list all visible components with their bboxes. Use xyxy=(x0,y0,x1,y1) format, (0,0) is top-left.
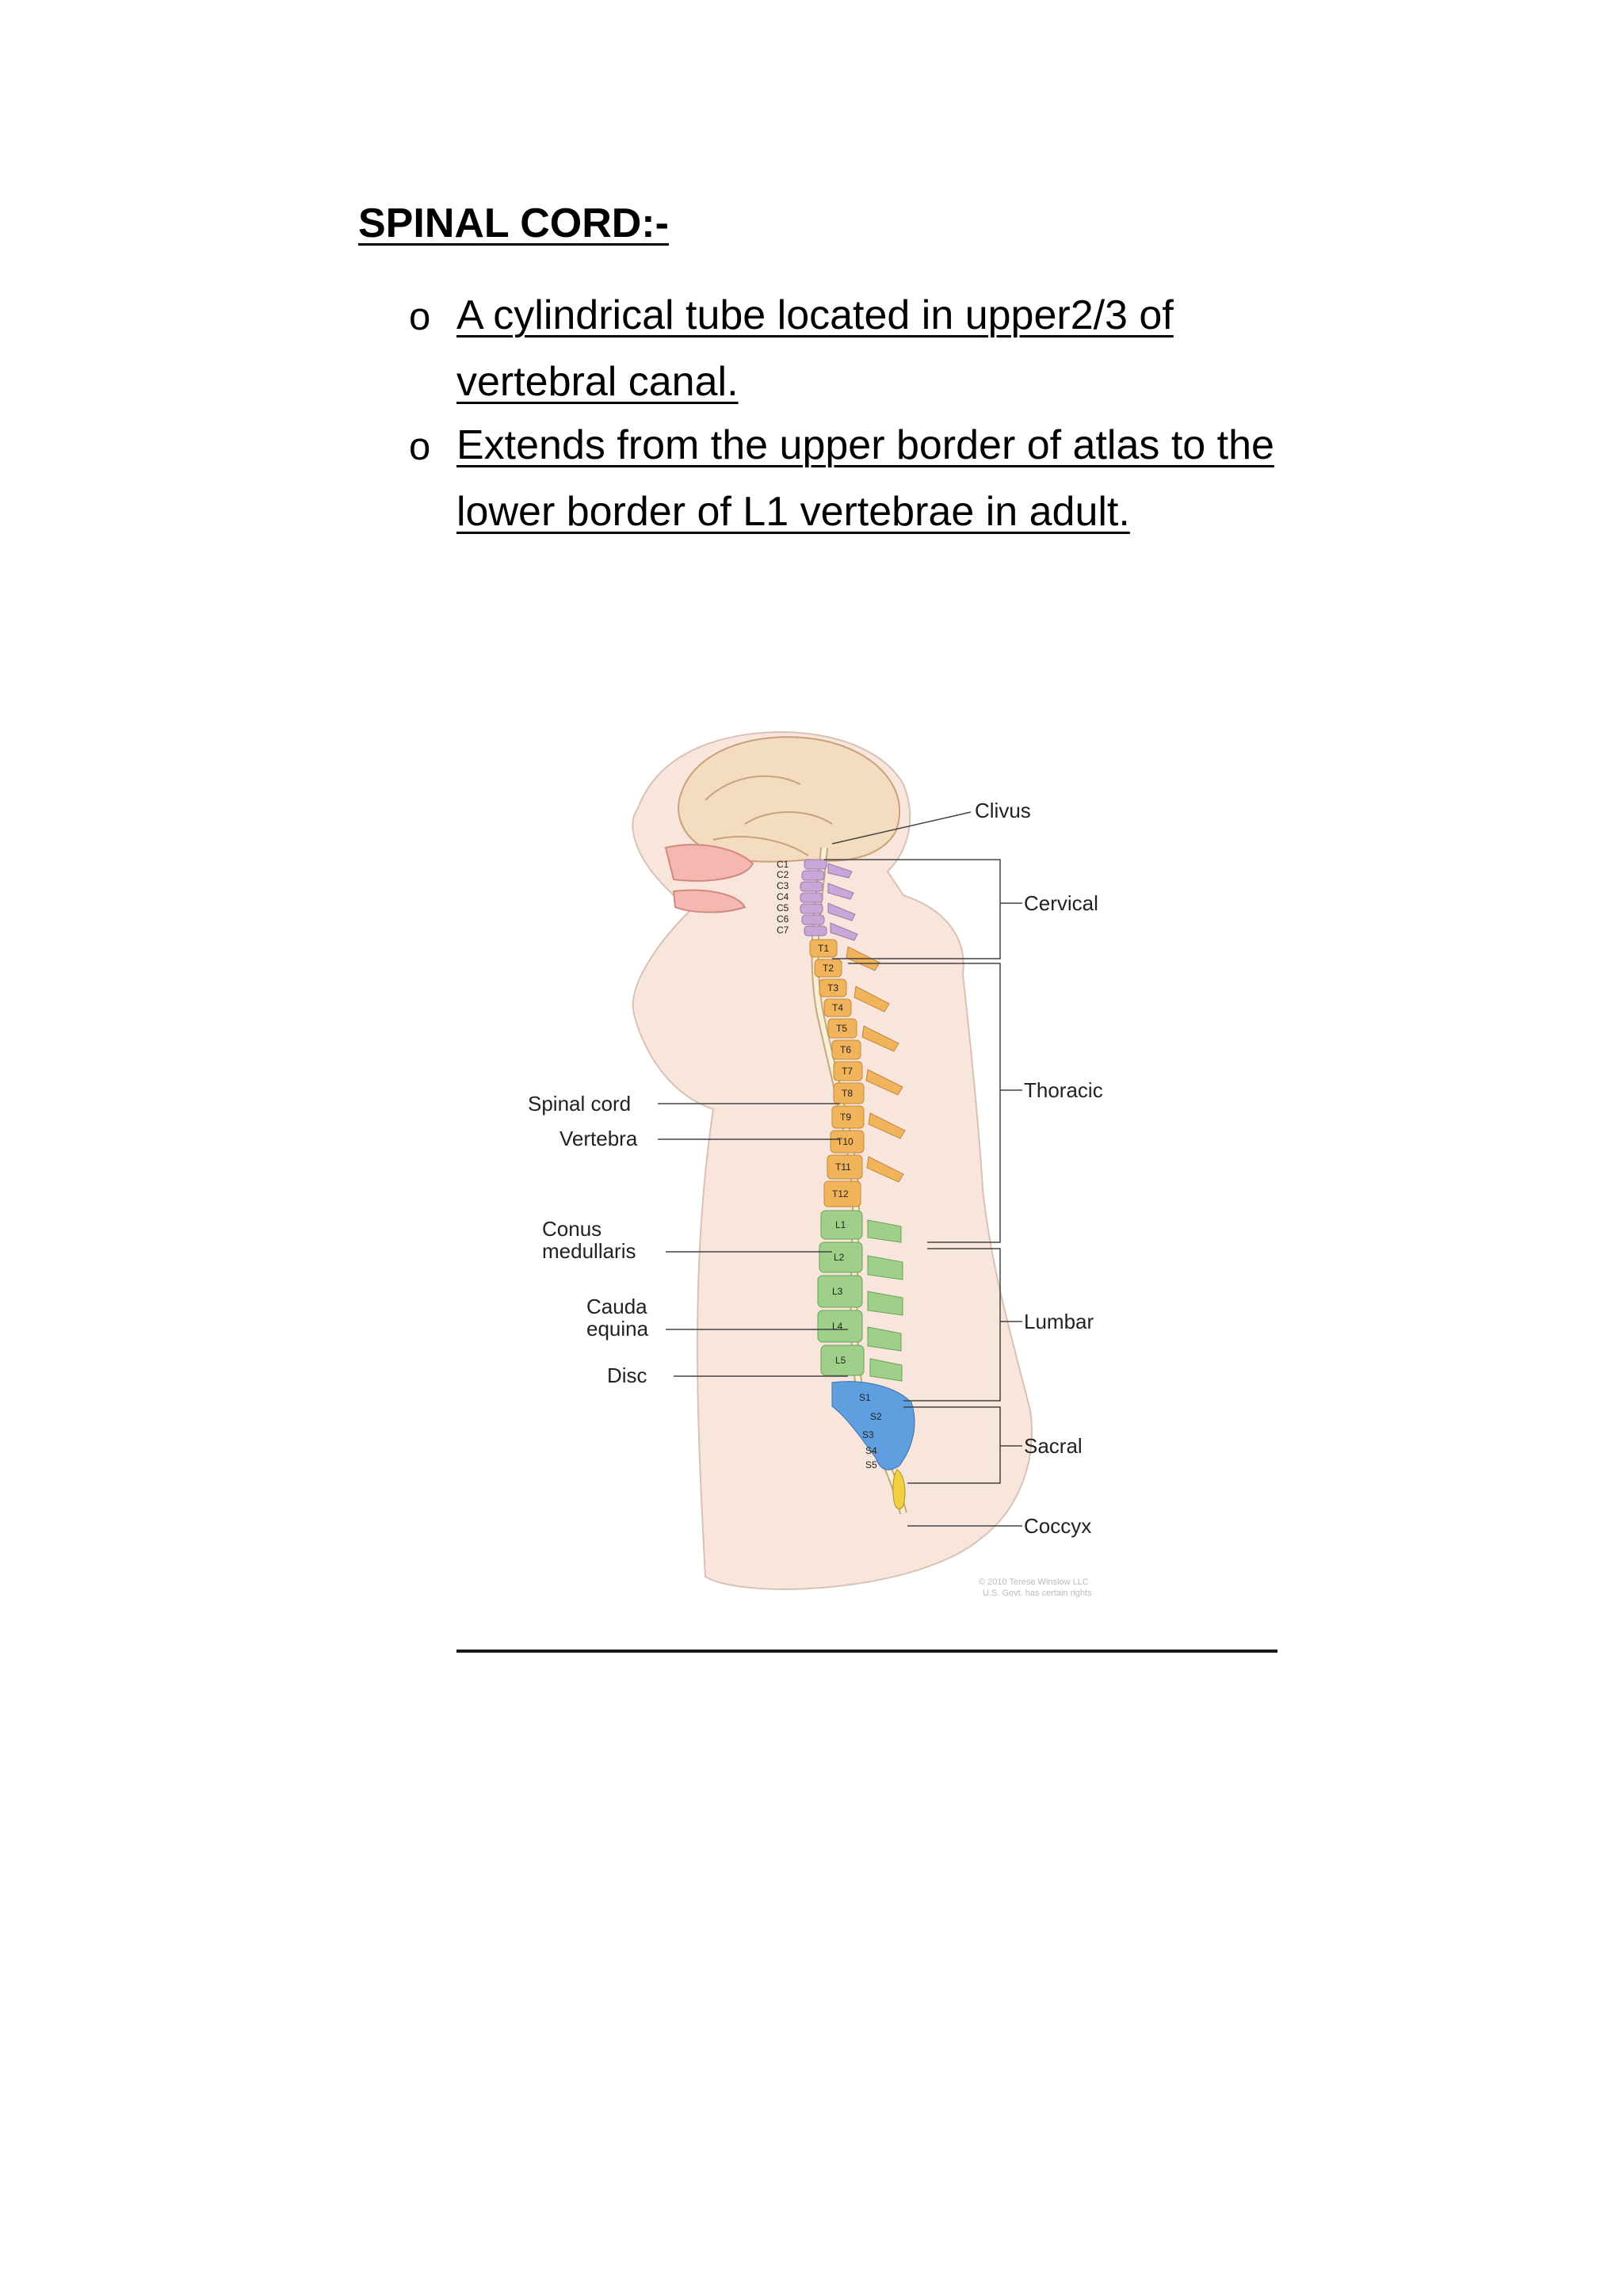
page-heading: SPINAL CORD:- xyxy=(358,200,669,246)
svg-text:T9: T9 xyxy=(840,1112,851,1123)
svg-text:L5: L5 xyxy=(835,1355,846,1366)
coccyx xyxy=(892,1469,906,1510)
svg-text:T3: T3 xyxy=(827,982,838,994)
label-cervical: Cervical xyxy=(1024,891,1098,915)
svg-text:C7: C7 xyxy=(777,925,789,936)
svg-text:C2: C2 xyxy=(777,869,789,880)
cervical-labels: C1 C2 C3 C4 C5 C6 C7 xyxy=(777,859,789,936)
label-cauda: Cauda xyxy=(586,1295,647,1318)
label-thoracic: Thoracic xyxy=(1024,1078,1103,1102)
bullet-marker-1: o xyxy=(409,296,431,338)
label-conus: Conus xyxy=(542,1217,601,1241)
svg-text:S1: S1 xyxy=(859,1392,871,1403)
label-sacral: Sacral xyxy=(1024,1434,1083,1458)
svg-text:C1: C1 xyxy=(777,859,789,870)
svg-text:L4: L4 xyxy=(832,1321,843,1332)
label-lumbar: Lumbar xyxy=(1024,1310,1094,1333)
svg-text:C4: C4 xyxy=(777,891,789,902)
svg-text:S4: S4 xyxy=(865,1445,877,1456)
sacrum xyxy=(831,1381,915,1470)
svg-text:L1: L1 xyxy=(835,1219,846,1230)
label-vertebra: Vertebra xyxy=(559,1127,638,1150)
svg-text:T5: T5 xyxy=(836,1023,847,1034)
svg-text:L2: L2 xyxy=(834,1252,845,1263)
svg-text:L3: L3 xyxy=(832,1286,843,1297)
bullet-1-line-2: vertebral canal. xyxy=(456,359,739,405)
svg-text:T10: T10 xyxy=(837,1136,854,1147)
label-spinal-cord: Spinal cord xyxy=(528,1092,631,1116)
label-disc: Disc xyxy=(607,1363,647,1387)
bullet-item-2: Extends from the upper border of atlas t… xyxy=(456,412,1407,545)
bullet-2-line-1: Extends from the upper border of atlas t… xyxy=(456,422,1274,468)
svg-text:S2: S2 xyxy=(870,1411,882,1422)
svg-text:T1: T1 xyxy=(818,943,829,954)
label-equina: equina xyxy=(586,1317,649,1341)
bullet-item-1: A cylindrical tube located in upper2/3 o… xyxy=(456,282,1407,415)
spine-anatomy-figure: C1 C2 C3 C4 C5 C6 C7 xyxy=(507,713,1236,1632)
svg-text:S3: S3 xyxy=(862,1429,874,1440)
thoracic-vertebrae xyxy=(809,939,906,1207)
nasal-cavity xyxy=(664,844,754,882)
bullet-2-line-2: lower border of L1 vertebrae in adult. xyxy=(456,489,1130,535)
sacral-labels: S1 S2 S3 S4 S5 xyxy=(859,1392,882,1470)
label-coccyx: Coccyx xyxy=(1024,1514,1091,1538)
svg-text:T7: T7 xyxy=(842,1066,853,1077)
bullet-marker-2: o xyxy=(409,425,431,468)
svg-text:T12: T12 xyxy=(832,1188,849,1199)
horizontal-rule xyxy=(456,1650,1277,1653)
thoracic-labels: T1 T2 T3 T4 T5 T6 T7 T8 T9 T10 T11 T12 xyxy=(818,943,854,1199)
svg-text:T2: T2 xyxy=(823,963,834,974)
cervical-vertebrae xyxy=(800,859,858,941)
watermark-line-2: U.S. Govt. has certain rights xyxy=(983,1589,1092,1598)
svg-text:C5: C5 xyxy=(777,902,789,913)
label-medullaris: medullaris xyxy=(542,1239,636,1263)
svg-text:S5: S5 xyxy=(865,1459,877,1470)
svg-text:C3: C3 xyxy=(777,880,789,891)
svg-text:C6: C6 xyxy=(777,913,789,925)
svg-text:T11: T11 xyxy=(835,1161,851,1173)
left-labels xyxy=(658,1103,848,1377)
svg-text:T4: T4 xyxy=(832,1002,843,1013)
lumbar-labels: L1 L2 L3 L4 L5 xyxy=(832,1219,846,1366)
watermark-line-1: © 2010 Terese Winslow LLC xyxy=(979,1577,1089,1587)
label-clivus: Clivus xyxy=(975,799,1031,822)
bullet-1-line-1: A cylindrical tube located in upper2/3 o… xyxy=(456,292,1174,338)
lumbar-vertebrae xyxy=(817,1210,903,1382)
svg-text:T6: T6 xyxy=(840,1044,851,1055)
right-brackets xyxy=(824,811,1022,1527)
svg-text:T8: T8 xyxy=(842,1088,853,1099)
spine-diagram: C1 C2 C3 C4 C5 C6 C7 xyxy=(528,731,1103,1598)
